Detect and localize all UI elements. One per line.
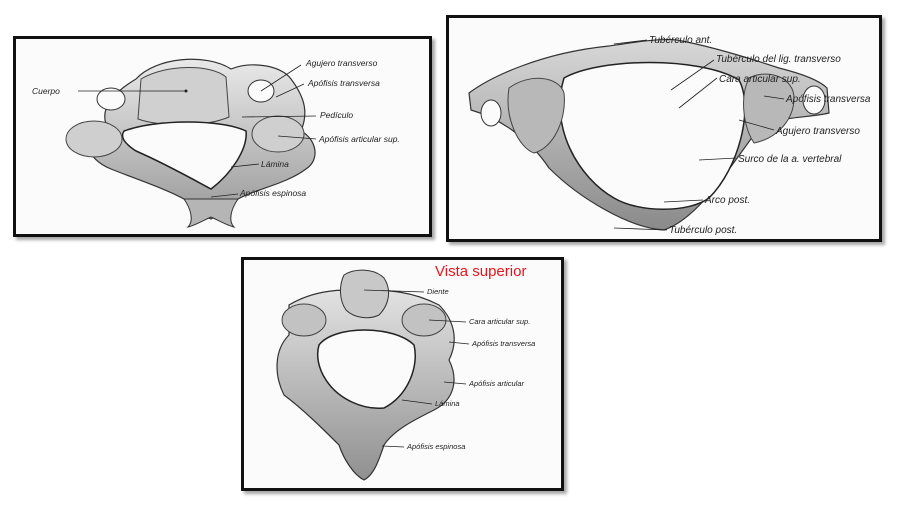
label-apofisis-espinosa: Apófisis espinosa: [407, 442, 466, 451]
left-articular-facet: [281, 303, 327, 337]
left-transverse-foramen: [480, 99, 502, 127]
label-apofisis-espinosa: Apófisis espinosa: [240, 188, 307, 198]
cervical-vertebra-panel: Agujero transverso Apófisis transversa C…: [13, 36, 432, 237]
label-apofisis-transversa: Apófisis transversa: [472, 339, 536, 348]
vertebral-body: [137, 67, 230, 126]
right-articular-facet: [401, 303, 447, 337]
label-apofisis-transversa: Apófisis transversa: [786, 94, 871, 105]
right-transverse-foramen: [802, 85, 826, 115]
cervical-vertebra-illustration: [65, 58, 317, 228]
label-pediculo: Pedículo: [320, 110, 354, 120]
spinous-process: [183, 198, 239, 228]
left-articular-facet: [507, 77, 565, 154]
view-title: Vista superior: [435, 263, 527, 280]
label-tuberculo-post: Tubérculo post.: [669, 225, 738, 236]
label-arco-post: Arco post.: [705, 195, 751, 206]
label-apofisis-articular: Apófisis articular: [469, 379, 525, 388]
label-cara-articular-sup: Cara articular sup.: [719, 74, 801, 85]
left-transverse-foramen: [96, 87, 126, 111]
right-articular-process: [251, 115, 305, 153]
label-cara-articular-sup: Cara articular sup.: [469, 317, 531, 326]
label-tuberculo-lig-transverso: Tubérculo del lig. transverso: [716, 54, 841, 65]
label-apofisis-transversa: Apófisis transversa: [308, 78, 380, 88]
label-agujero-transverso: Agujero transverso: [776, 126, 860, 137]
right-articular-facet: [743, 73, 795, 144]
dens: [340, 269, 390, 319]
axis-foramen: [316, 329, 416, 409]
label-agujero-transverso: Agujero transverso: [306, 58, 378, 68]
atlas-panel: Tubérculo ant. Tubérculo del lig. transv…: [446, 15, 882, 242]
axis-panel: Vista superior Diente Cara articular sup…: [241, 257, 564, 491]
atlas-illustration: [468, 38, 830, 231]
label-surco-a-vertebral: Surco de la a. vertebral: [738, 154, 842, 165]
label-cuerpo: Cuerpo: [32, 86, 60, 96]
label-diente: Diente: [427, 287, 449, 296]
label-apofisis-articular-sup: Apófisis articular sup.: [319, 134, 400, 144]
label-lamina: Lámina: [435, 399, 460, 408]
atlas-foramen: [559, 61, 746, 210]
label-lamina: Lámina: [261, 159, 289, 169]
label-tuberculo-ant: Tubérculo ant.: [649, 35, 713, 46]
axis-illustration: [276, 269, 470, 481]
left-articular-process: [65, 120, 123, 158]
vertebral-foramen: [121, 121, 247, 190]
